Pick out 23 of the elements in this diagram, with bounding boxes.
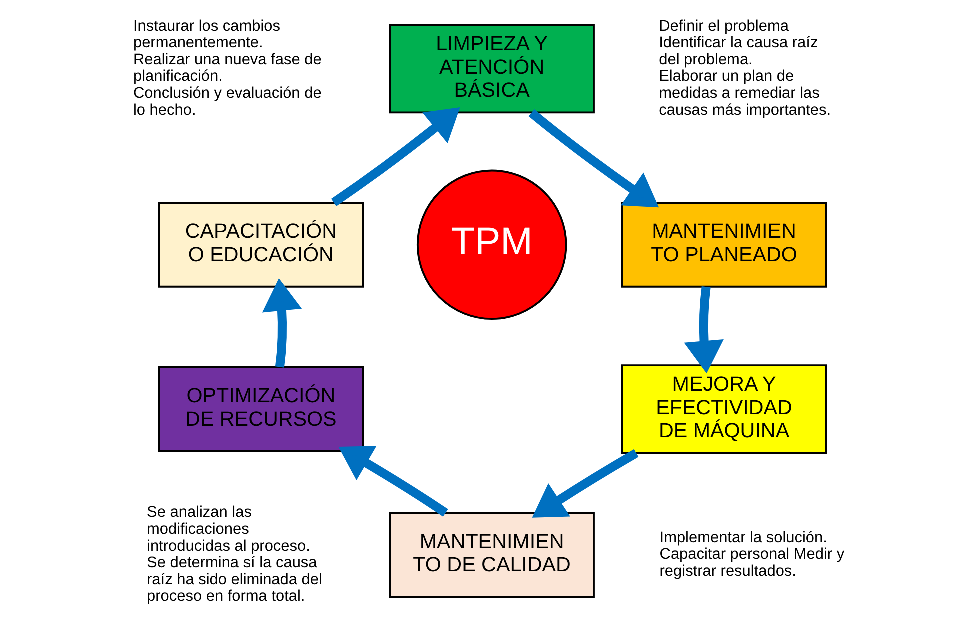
label: Instaurar los cambios permanentemente. <box>132 18 280 52</box>
label: Se determina sí la causa raíz ha sido eliminada del proceso en forma total. <box>146 554 322 606</box>
node-box: CAPACITACIÓN O EDUCACIÓN <box>158 202 364 288</box>
arrow <box>338 446 448 517</box>
node-circle: TPM <box>416 170 567 320</box>
label: Realizar una nueva fase de planificación. <box>132 51 322 86</box>
label: Identificar la causa raíz del problema. <box>658 34 818 68</box>
arrow <box>262 278 302 368</box>
node-box: MANTENIMIEN TO PLANEADO <box>620 202 827 288</box>
label: Capacitar personal Medir y registrar resultados. <box>659 546 844 580</box>
node-box: OPTIMIZACIÓN DE RECURSOS <box>158 366 364 452</box>
arrow <box>528 110 659 208</box>
arrow <box>532 449 638 518</box>
arrow <box>330 108 460 206</box>
node-box: MEJORA Y EFECTIVIDAD DE MÁQUINA <box>620 364 827 454</box>
node-box: MANTENIMIEN TO DE CALIDAD <box>388 512 594 598</box>
label: Definir el problema <box>658 18 788 35</box>
label: Implementar la solución. <box>659 529 827 546</box>
arrow <box>684 286 724 374</box>
label: Conclusión y evaluación de lo hecho. <box>132 85 322 119</box>
node-box: LIMPIEZA Y ATENCIÓN BÁSICA <box>388 24 594 114</box>
label: Elaborar un plan de medidas a remediar las causas más importantes. <box>658 68 831 119</box>
label: Se analizan las modificaciones introducidas al proceso. <box>146 504 310 555</box>
